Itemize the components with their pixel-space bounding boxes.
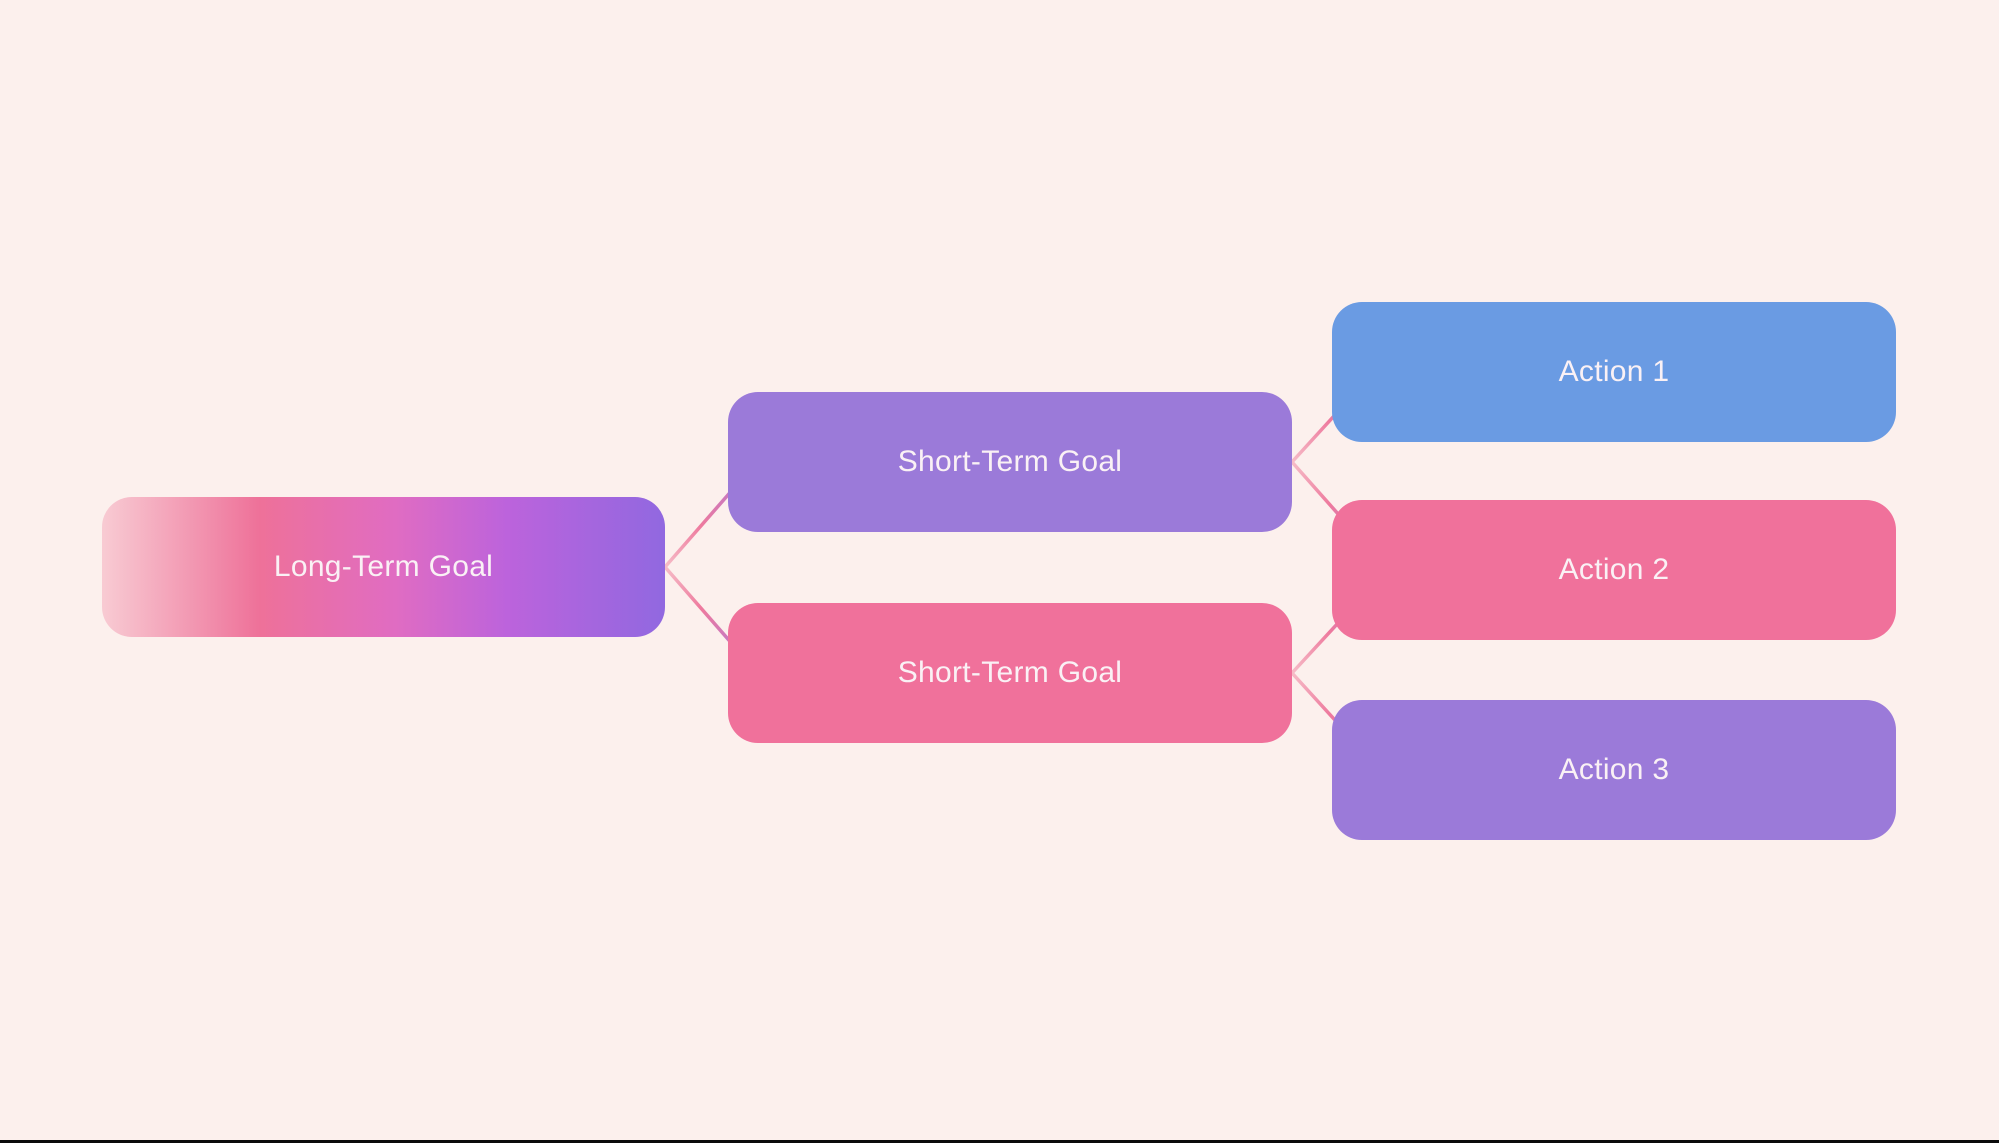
node-short-term-goal-1-label: Short-Term Goal bbox=[897, 445, 1123, 478]
node-long-term-goal-label: Long-Term Goal bbox=[273, 550, 494, 583]
node-action-3[interactable]: Action 3 bbox=[1332, 700, 1896, 840]
node-action-3-label: Action 3 bbox=[1558, 753, 1670, 786]
node-long-term-goal[interactable]: Long-Term Goal bbox=[102, 497, 665, 637]
node-action-2[interactable]: Action 2 bbox=[1332, 500, 1896, 640]
node-short-term-goal-1[interactable]: Short-Term Goal bbox=[728, 392, 1292, 532]
node-action-1[interactable]: Action 1 bbox=[1332, 302, 1896, 442]
node-action-1-label: Action 1 bbox=[1558, 355, 1670, 388]
node-short-term-goal-2-label: Short-Term Goal bbox=[897, 656, 1123, 689]
node-action-2-label: Action 2 bbox=[1558, 553, 1670, 586]
node-short-term-goal-2[interactable]: Short-Term Goal bbox=[728, 603, 1292, 743]
bottom-edge-bar bbox=[0, 1140, 1999, 1143]
